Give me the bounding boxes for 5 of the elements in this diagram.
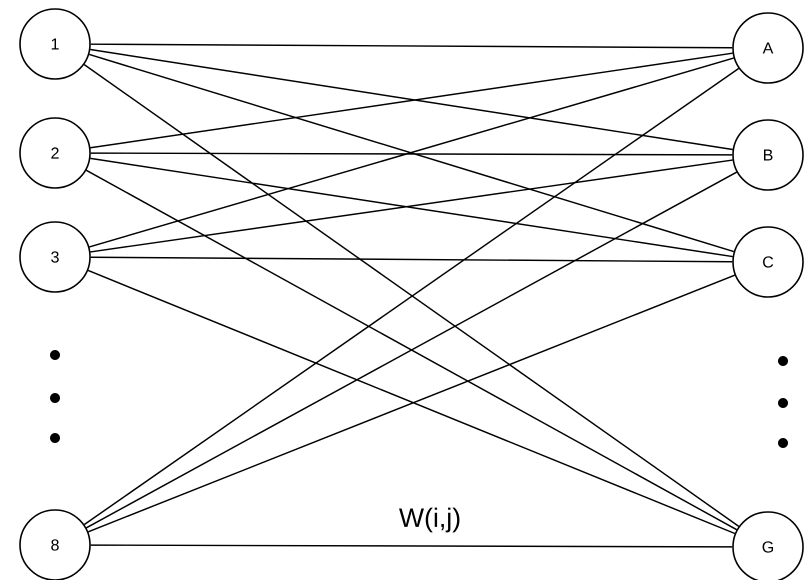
connection-line (90, 43, 732, 49)
connection-line (90, 544, 732, 548)
weight-label: W(i,j) (399, 508, 460, 532)
connection-line (90, 152, 732, 156)
connection-line (90, 256, 732, 262)
